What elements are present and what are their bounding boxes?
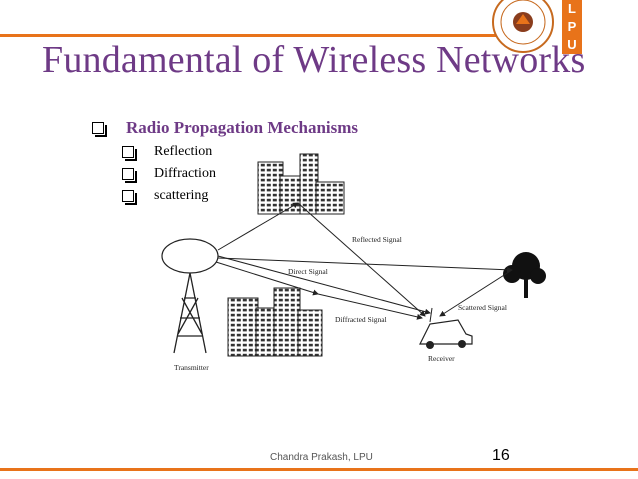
signal-paths xyxy=(215,202,513,320)
checkbox-bullet-icon xyxy=(92,122,107,137)
heading-text: Radio Propagation Mechanisms xyxy=(126,118,359,137)
list-item-text: scattering xyxy=(154,188,209,203)
direct-signal-label: Direct Signal xyxy=(288,267,328,276)
upper-building-icon xyxy=(257,153,345,215)
tree-icon xyxy=(503,252,546,298)
header-rule xyxy=(0,34,500,37)
checkbox-bullet-icon xyxy=(122,190,137,205)
list-item: scattering xyxy=(122,188,358,205)
footer-author: Chandra Prakash, LPU xyxy=(270,452,373,463)
list-item-text: Reflection xyxy=(154,144,213,159)
transmitter-tower-icon xyxy=(161,238,219,354)
list-item: Diffraction xyxy=(122,166,358,183)
logo-letter-l: L xyxy=(568,1,576,16)
checkbox-bullet-icon xyxy=(122,146,137,161)
lpu-logo: L P U xyxy=(562,0,582,54)
bullet-list: Radio Propagation Mechanisms Reflection … xyxy=(92,118,358,205)
list-item: Reflection xyxy=(122,144,358,161)
propagation-diagram: Reflected Signal Direct Signal Scattered… xyxy=(161,153,546,372)
logo-letter-p: P xyxy=(567,19,577,34)
page-number: 16 xyxy=(492,447,510,464)
diffracted-signal-label: Diffracted Signal xyxy=(335,315,387,324)
scattered-signal-label: Scattered Signal xyxy=(458,303,507,312)
university-seal-icon xyxy=(492,0,554,53)
bullet-heading: Radio Propagation Mechanisms xyxy=(92,118,358,138)
checkbox-bullet-icon xyxy=(122,168,137,183)
reflected-signal-label: Reflected Signal xyxy=(352,235,402,244)
receiver-label: Receiver xyxy=(428,354,455,363)
car-receiver-icon xyxy=(419,307,473,349)
slide-title: Fundamental of Wireless Networks xyxy=(42,39,586,81)
logo-letter-u: U xyxy=(567,37,577,52)
transmitter-label: Transmitter xyxy=(174,363,209,372)
footer-rule xyxy=(0,468,638,471)
list-item-text: Diffraction xyxy=(154,166,216,181)
lower-building-icon xyxy=(227,287,323,357)
